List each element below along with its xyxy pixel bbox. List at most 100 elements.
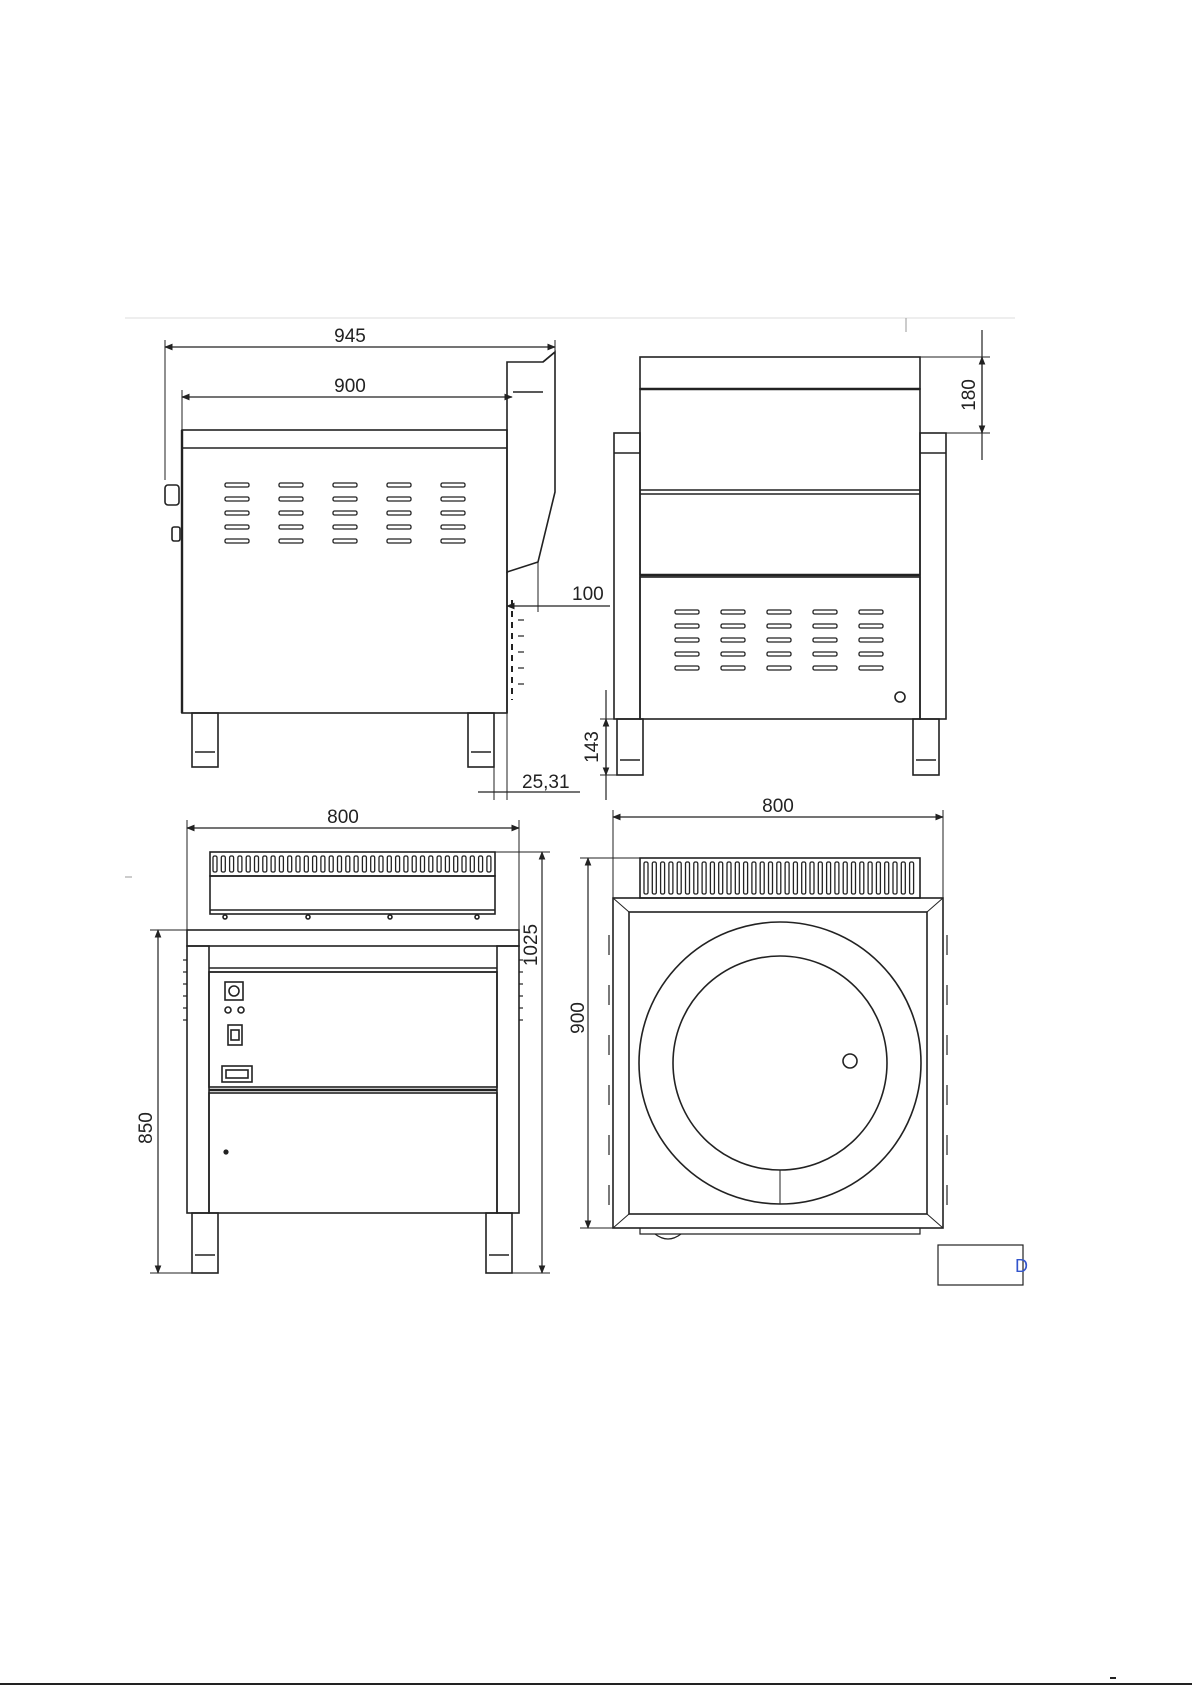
side-view-vents [225, 483, 524, 684]
grille-slot [470, 856, 474, 872]
grille-slot [221, 856, 225, 872]
grille-slot [238, 856, 242, 872]
vent-slot [859, 652, 883, 656]
vent-slot [859, 610, 883, 614]
grille-slot [793, 862, 797, 894]
grille-slot [802, 862, 806, 894]
grille-slot [727, 862, 731, 894]
front-view-worktop [187, 930, 519, 946]
vent-slot [721, 666, 745, 670]
top-view-wok-outer-ring [639, 922, 921, 1204]
rear-view-hood [640, 357, 920, 389]
vent-slot [441, 483, 465, 487]
grille-slot [852, 862, 856, 894]
vent-slot [767, 624, 791, 628]
dim-front-800: 800 [327, 807, 359, 828]
grille-slot [255, 856, 259, 872]
side-view-hood [507, 352, 555, 572]
front-view-grille-slots [213, 856, 491, 872]
grille-slot [296, 856, 300, 872]
grille-slot [661, 862, 665, 894]
grille-slot [213, 856, 217, 872]
vent-slot [859, 624, 883, 628]
dim-top-800: 800 [762, 796, 794, 817]
vent-slot [721, 638, 745, 642]
side-view-body [182, 430, 507, 713]
side-leg-back [468, 713, 494, 767]
grille-slot [910, 862, 914, 894]
main-switch-icon [225, 982, 243, 1000]
title-block: D [938, 1245, 1028, 1285]
vent-slot [813, 624, 837, 628]
grille-slot [710, 862, 714, 894]
grille-slot [429, 856, 433, 872]
grille-slot [818, 862, 822, 894]
vent-slot [441, 511, 465, 515]
dim-rear-143: 143 [582, 731, 603, 763]
grille-slot [246, 856, 250, 872]
grille-slot [719, 862, 723, 894]
rear-view-frame-right [920, 433, 946, 719]
grille-slot [462, 856, 466, 872]
grille-slot [835, 862, 839, 894]
rear-view [614, 357, 946, 775]
grille-slot [893, 862, 897, 894]
grille-slot [338, 856, 342, 872]
top-view-dimensions: 800 900 [568, 796, 943, 1228]
grille-slot [412, 856, 416, 872]
grille-slot [404, 856, 408, 872]
side-view-dimensions: 945 900 100 25,31 [165, 326, 610, 800]
grille-slot [644, 862, 648, 894]
vent-slot [721, 652, 745, 656]
vent-slot [675, 666, 699, 670]
grille-slot [454, 856, 458, 872]
front-leg-left [192, 1213, 218, 1273]
grille-slot [694, 862, 698, 894]
vent-slot [279, 497, 303, 501]
front-view-dimensions: 800 1025 850 [136, 807, 550, 1273]
vent-slot [387, 539, 411, 543]
vent-slot [767, 666, 791, 670]
dim-top-900: 900 [568, 1002, 589, 1034]
grille-slot [752, 862, 756, 894]
dim-side-25-31: 25,31 [522, 772, 570, 793]
grille-slot [379, 856, 383, 872]
vent-slot [859, 666, 883, 670]
grille-slot [321, 856, 325, 872]
top-view-grille-slots [644, 862, 914, 894]
vent-slot [767, 638, 791, 642]
vent-slot [813, 652, 837, 656]
grille-slot [230, 856, 234, 872]
vent-slot [333, 525, 357, 529]
vent-slot [333, 511, 357, 515]
front-leg-right [486, 1213, 512, 1273]
vent-slot [387, 525, 411, 529]
dim-front-1025: 1025 [521, 924, 542, 966]
vent-slot [279, 483, 303, 487]
vent-slot [441, 525, 465, 529]
grille-slot [346, 856, 350, 872]
rear-leg-left [617, 719, 643, 775]
side-leg-front [192, 713, 218, 767]
grille-slot [885, 862, 889, 894]
grille-slot [702, 862, 706, 894]
grille-slot [362, 856, 366, 872]
title-block-text: D [1015, 1256, 1028, 1276]
vent-slot [387, 483, 411, 487]
dim-side-945: 945 [334, 326, 366, 347]
grille-slot [313, 856, 317, 872]
rocker-switch-icon [228, 1025, 242, 1045]
vent-slot [441, 539, 465, 543]
front-view-grille [210, 852, 495, 876]
grille-slot [735, 862, 739, 894]
rear-view-vents [675, 610, 883, 670]
grille-slot [810, 862, 814, 894]
rear-view-lower-panel [640, 577, 920, 719]
vent-slot [225, 539, 249, 543]
vent-slot [333, 483, 357, 487]
grille-slot [263, 856, 267, 872]
vent-slot [441, 497, 465, 501]
vent-slot [675, 610, 699, 614]
grille-slot [371, 856, 375, 872]
